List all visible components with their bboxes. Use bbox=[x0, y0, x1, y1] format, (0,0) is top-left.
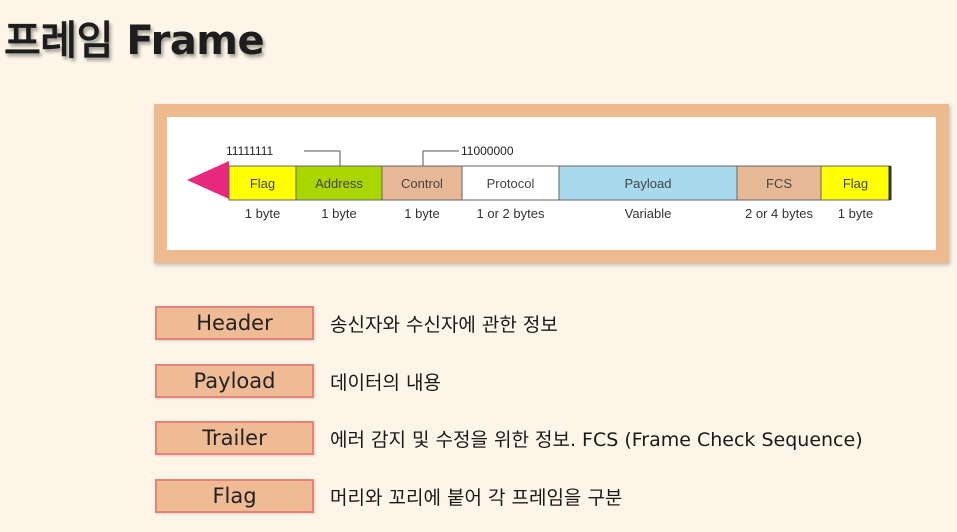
field-payload bbox=[558, 165, 738, 201]
legend-desc-header: 송신자와 수신자에 관한 정보 bbox=[330, 314, 558, 336]
bits-label-flag: 11111111 bbox=[226, 144, 273, 158]
field-fcs bbox=[736, 165, 822, 201]
direction-arrow bbox=[187, 161, 229, 199]
field-flag-start bbox=[228, 165, 297, 201]
legend-key-flag: Flag bbox=[155, 479, 314, 513]
field-size-control: 1 byte bbox=[404, 206, 439, 221]
legend-key-trailer: Trailer bbox=[155, 421, 314, 455]
legend-desc-payload: 데이터의 내용 bbox=[330, 372, 441, 394]
bits-leader-flag bbox=[304, 150, 341, 166]
field-size-flag-start: 1 byte bbox=[245, 206, 280, 221]
field-control bbox=[381, 165, 463, 201]
field-size-address: 1 byte bbox=[321, 206, 356, 221]
field-label-flag-end: Flag bbox=[843, 176, 868, 191]
page-title: 프레임 Frame bbox=[4, 18, 265, 64]
field-size-flag-end: 1 byte bbox=[838, 206, 873, 221]
frame-svg: 11111111 11000000 Flag 1 byte Address 1 byt… bbox=[187, 144, 892, 221]
field-label-flag-start: Flag bbox=[250, 176, 275, 191]
field-flag-end bbox=[820, 165, 891, 201]
legend-key-payload: Payload bbox=[155, 364, 314, 398]
legend-desc-flag: 머리와 꼬리에 붙어 각 프레임을 구분 bbox=[330, 487, 623, 509]
field-address bbox=[295, 165, 383, 201]
bits-label-control: 11000000 bbox=[461, 144, 514, 158]
field-size-payload: Variable bbox=[625, 206, 672, 221]
field-label-control: Control bbox=[401, 176, 443, 191]
field-size-protocol: 1 or 2 bytes bbox=[477, 206, 545, 221]
frame-diagram-canvas: 11111111 11000000 Flag 1 byte Address 1 byt… bbox=[167, 117, 936, 250]
frame-diagram: 11111111 11000000 Flag 1 byte Address 1 byt… bbox=[154, 104, 949, 263]
field-label-protocol: Protocol bbox=[487, 176, 535, 191]
bits-leader-control bbox=[422, 150, 459, 166]
field-label-payload: Payload bbox=[625, 176, 672, 191]
field-size-fcs: 2 or 4 bytes bbox=[745, 206, 813, 221]
field-label-fcs: FCS bbox=[766, 176, 792, 191]
field-label-address: Address bbox=[315, 176, 363, 191]
legend-key-header: Header bbox=[155, 306, 314, 340]
legend-desc-trailer: 에러 감지 및 수정을 위한 정보. FCS (Frame Check Sequ… bbox=[330, 429, 863, 451]
